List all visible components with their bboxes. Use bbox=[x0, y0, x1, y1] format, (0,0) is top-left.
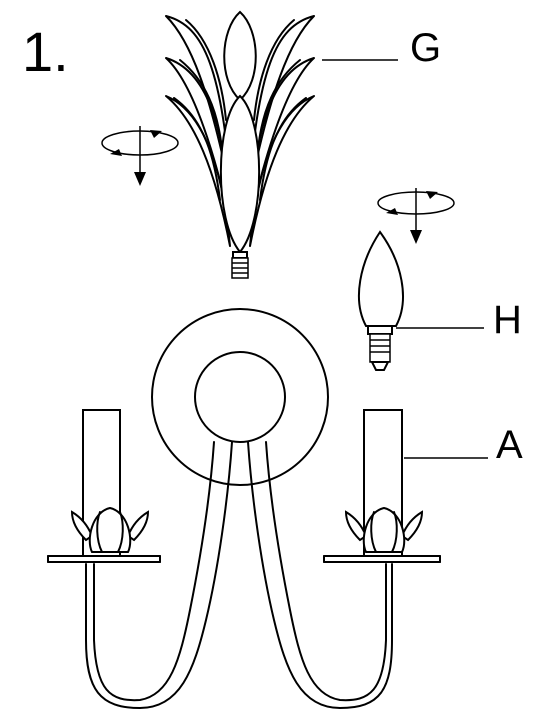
part-label-h: H bbox=[493, 298, 522, 342]
step-number: 1. bbox=[22, 20, 69, 83]
rotate-arrow-bulb-icon bbox=[377, 188, 455, 244]
rotate-arrow-top-icon bbox=[101, 126, 179, 186]
leaf-cover-part bbox=[165, 10, 315, 279]
candle-bulb-part bbox=[357, 230, 404, 371]
part-label-g: G bbox=[410, 26, 442, 70]
part-label-a: A bbox=[496, 423, 523, 467]
sconce-body-part bbox=[47, 308, 441, 709]
